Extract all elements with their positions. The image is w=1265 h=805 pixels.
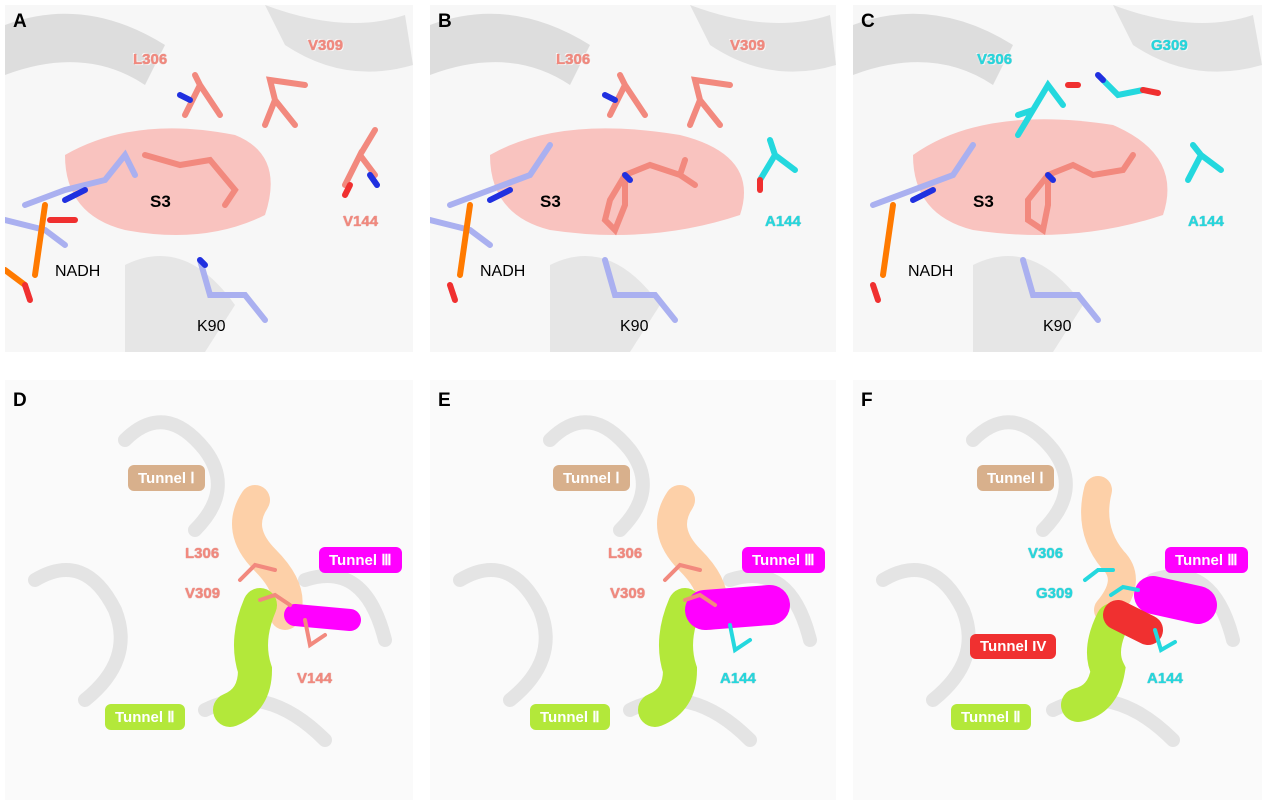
tunnel-3-badge: Tunnel Ⅲ bbox=[319, 547, 402, 573]
cofactor-label: NADH bbox=[55, 263, 101, 280]
panel-b: B L306 V309 A144 S3 NADH K90 bbox=[430, 5, 836, 352]
tunnel-structure bbox=[876, 415, 1240, 747]
panel-letter: A bbox=[13, 11, 27, 32]
tunnel-1-badge: Tunnel Ⅰ bbox=[977, 465, 1054, 491]
residue-label: K90 bbox=[197, 318, 226, 335]
residue-label: L306 bbox=[133, 51, 168, 68]
residue-label: V144 bbox=[343, 213, 379, 230]
residue-label: V309 bbox=[610, 585, 646, 602]
tunnel-2-badge: Tunnel Ⅱ bbox=[530, 704, 610, 730]
residue-label: A144 bbox=[765, 213, 801, 230]
residue-label: G309 bbox=[1151, 37, 1188, 54]
panel-letter: C bbox=[861, 11, 875, 32]
residue-label: L306 bbox=[608, 545, 643, 562]
tunnel-3-badge: Tunnel Ⅲ bbox=[1165, 547, 1248, 573]
tunnel-4-badge: Tunnel IV bbox=[970, 634, 1057, 659]
residue-label: G309 bbox=[1036, 585, 1073, 602]
residue-label: V309 bbox=[730, 37, 766, 54]
panel-letter: E bbox=[438, 390, 451, 411]
tunnel-1-badge: Tunnel Ⅰ bbox=[553, 465, 630, 491]
tunnel-2-badge: Tunnel Ⅱ bbox=[951, 704, 1031, 730]
tunnel-2-badge: Tunnel Ⅱ bbox=[105, 704, 185, 730]
tunnel-structure bbox=[453, 415, 817, 747]
cofactor-label: NADH bbox=[908, 263, 954, 280]
panel-f: F Tunnel Ⅰ Tunnel Ⅲ Tunnel IV Tunnel Ⅱ V… bbox=[853, 380, 1262, 800]
tunnel-structure bbox=[28, 415, 392, 747]
residue-label: V309 bbox=[308, 37, 344, 54]
residue-label: V306 bbox=[1028, 545, 1064, 562]
active-site-structure bbox=[5, 5, 413, 352]
panel-letter: B bbox=[438, 11, 452, 32]
residue-label: V306 bbox=[977, 51, 1013, 68]
panel-letter: D bbox=[13, 390, 27, 411]
residue-label: V144 bbox=[297, 670, 333, 687]
residue-label: K90 bbox=[1043, 318, 1072, 335]
residue-label: K90 bbox=[620, 318, 649, 335]
residue-label: V309 bbox=[185, 585, 221, 602]
pocket-label: S3 bbox=[973, 192, 994, 211]
cofactor-label: NADH bbox=[480, 263, 526, 280]
residue-label: A144 bbox=[720, 670, 756, 687]
tunnel-3-badge: Tunnel Ⅲ bbox=[742, 547, 825, 573]
pocket-label: S3 bbox=[540, 192, 561, 211]
residue-label: L306 bbox=[556, 51, 591, 68]
active-site-structure bbox=[853, 5, 1262, 352]
panel-e: E Tunnel Ⅰ Tunnel Ⅲ Tunnel Ⅱ L306 V309 A… bbox=[430, 380, 836, 800]
active-site-structure bbox=[430, 5, 836, 352]
residue-label: A144 bbox=[1188, 213, 1224, 230]
panel-c: C V306 G309 A144 S3 NADH K90 bbox=[853, 5, 1262, 352]
panel-a: A L306 V309 V144 S3 NADH K90 bbox=[5, 5, 413, 352]
panel-letter: F bbox=[861, 390, 873, 411]
panel-d: D Tunnel Ⅰ Tunnel Ⅲ Tunnel Ⅱ L306 V309 V… bbox=[5, 380, 413, 800]
residue-label: A144 bbox=[1147, 670, 1183, 687]
residue-label: L306 bbox=[185, 545, 220, 562]
pocket-label: S3 bbox=[150, 192, 171, 211]
tunnel-1-badge: Tunnel Ⅰ bbox=[128, 465, 205, 491]
